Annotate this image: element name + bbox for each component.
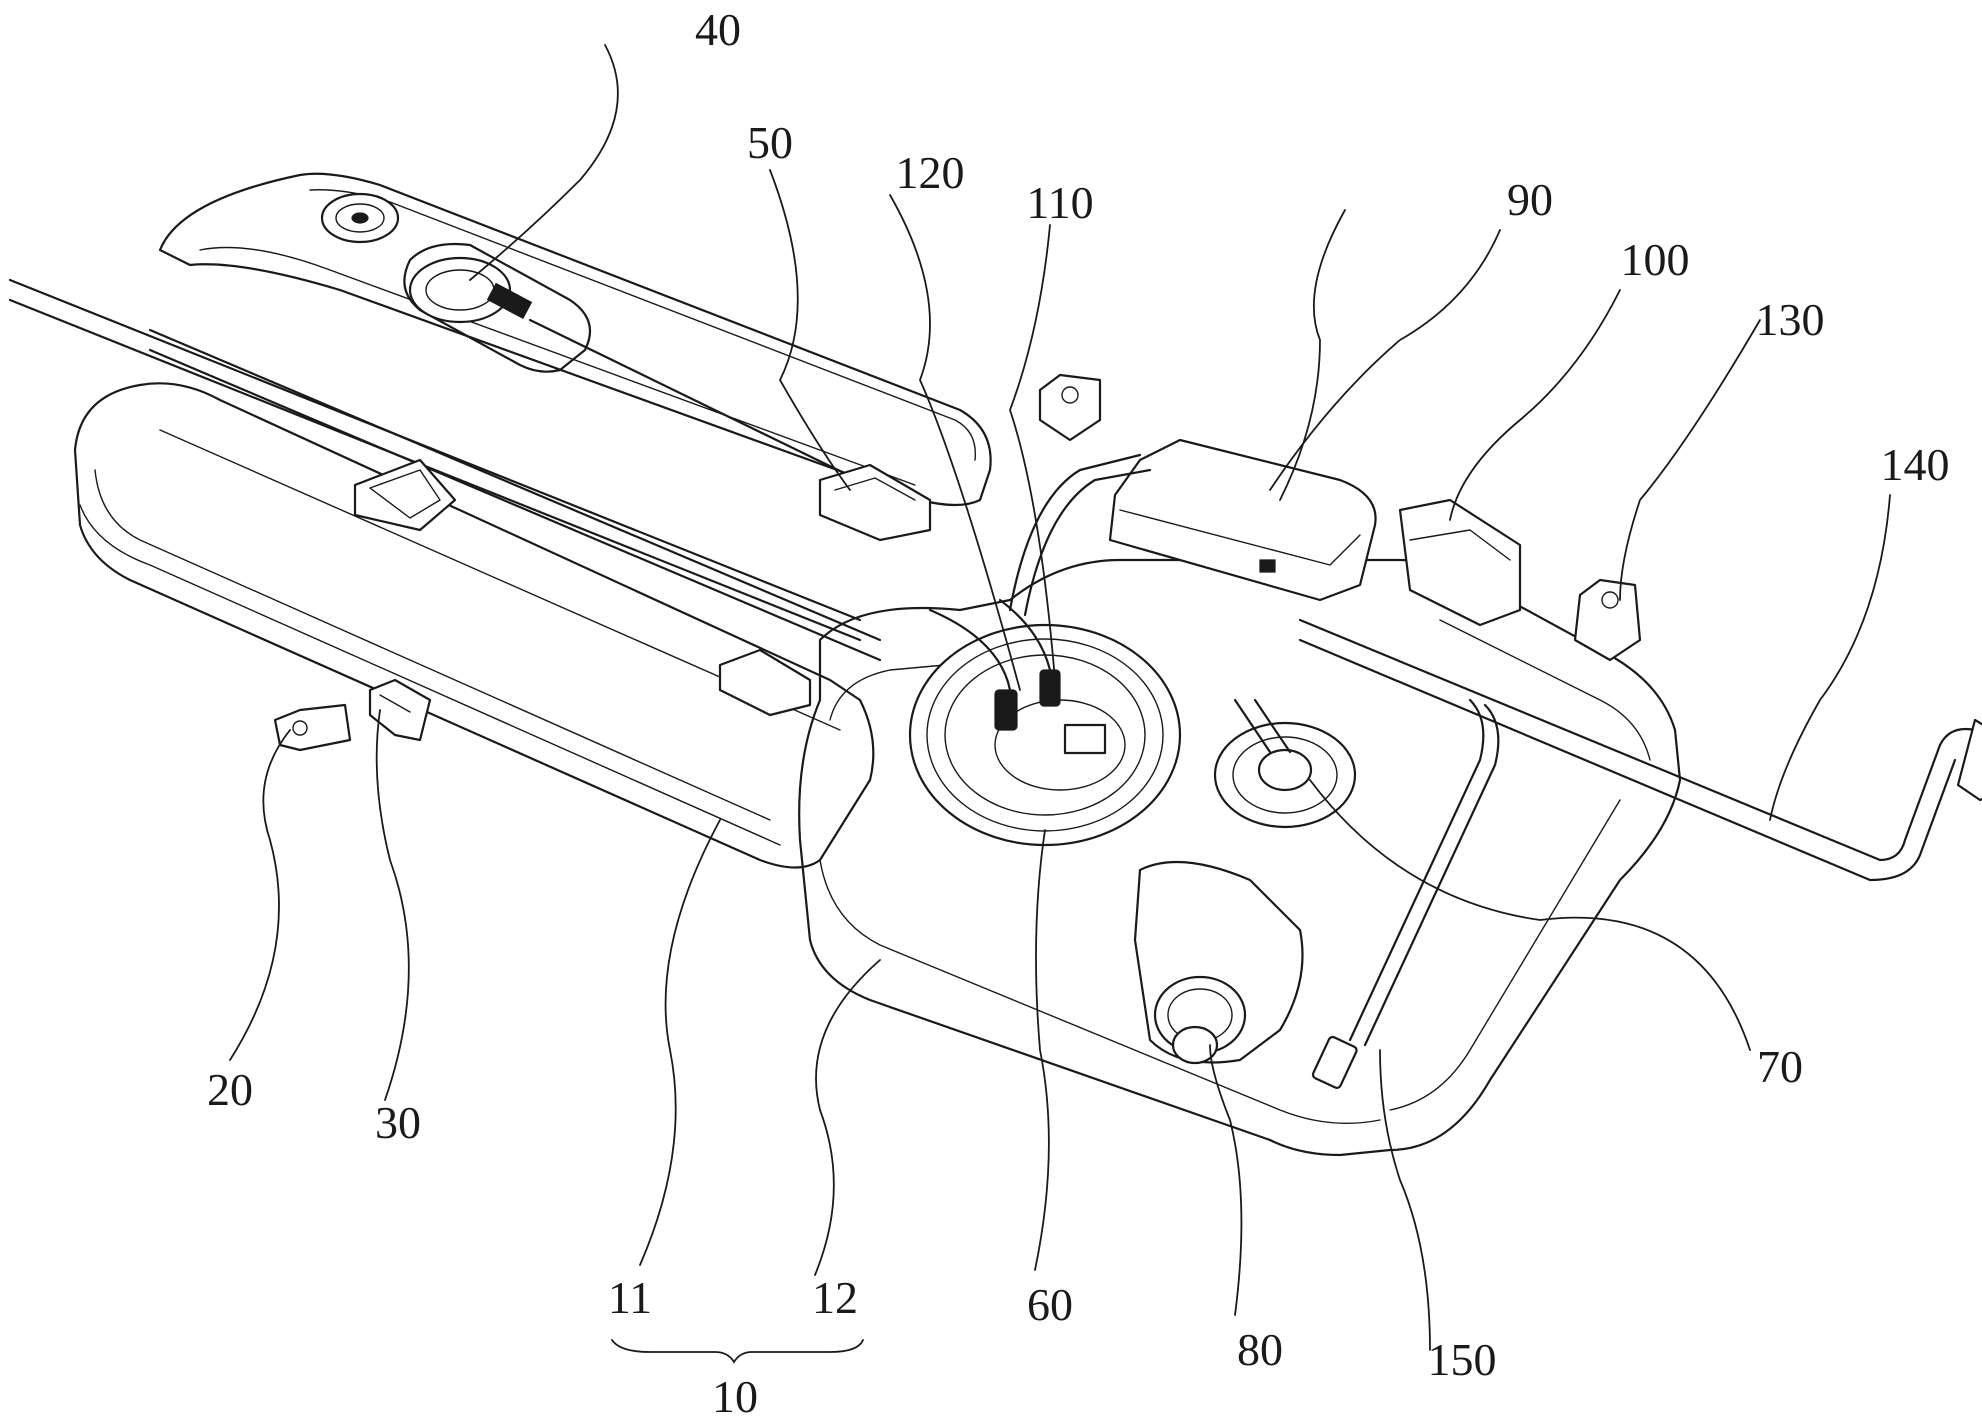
label-50: 50	[747, 117, 793, 168]
label-120: 120	[896, 147, 965, 198]
bracket-130	[1575, 580, 1640, 660]
tank-right-half-12	[799, 560, 1680, 1155]
hose-140	[1300, 620, 1982, 880]
label-80: 80	[1237, 1324, 1283, 1375]
brace-10	[612, 1340, 863, 1362]
label-20: 20	[207, 1064, 253, 1115]
label-40: 40	[695, 4, 741, 55]
canister-90	[1110, 440, 1376, 600]
label-60: 60	[1027, 1279, 1073, 1330]
tank-upper-left-body	[160, 174, 991, 505]
clip-50	[820, 465, 930, 540]
label-130: 130	[1756, 294, 1825, 345]
label-10: 10	[712, 1371, 758, 1422]
label-110: 110	[1026, 177, 1093, 228]
mount-tab-upper	[1040, 375, 1100, 440]
label-100: 100	[1621, 234, 1690, 285]
mount-30	[370, 680, 430, 740]
clip-lower	[720, 650, 810, 715]
handle-recess	[355, 460, 455, 530]
pump-module-60	[910, 600, 1180, 845]
label-90: 90	[1507, 174, 1553, 225]
label-12: 12	[812, 1272, 858, 1323]
drain-fitting-80	[1135, 862, 1303, 1063]
tank-left-half-11	[75, 383, 873, 867]
vent-cap	[322, 194, 398, 242]
bracket-20	[275, 705, 350, 750]
strap-lines	[10, 280, 880, 660]
bracket-100	[1400, 500, 1520, 625]
label-70: 70	[1757, 1041, 1803, 1092]
label-150: 150	[1428, 1334, 1497, 1385]
label-11: 11	[608, 1272, 652, 1323]
label-30: 30	[375, 1097, 421, 1148]
label-140: 140	[1881, 439, 1950, 490]
